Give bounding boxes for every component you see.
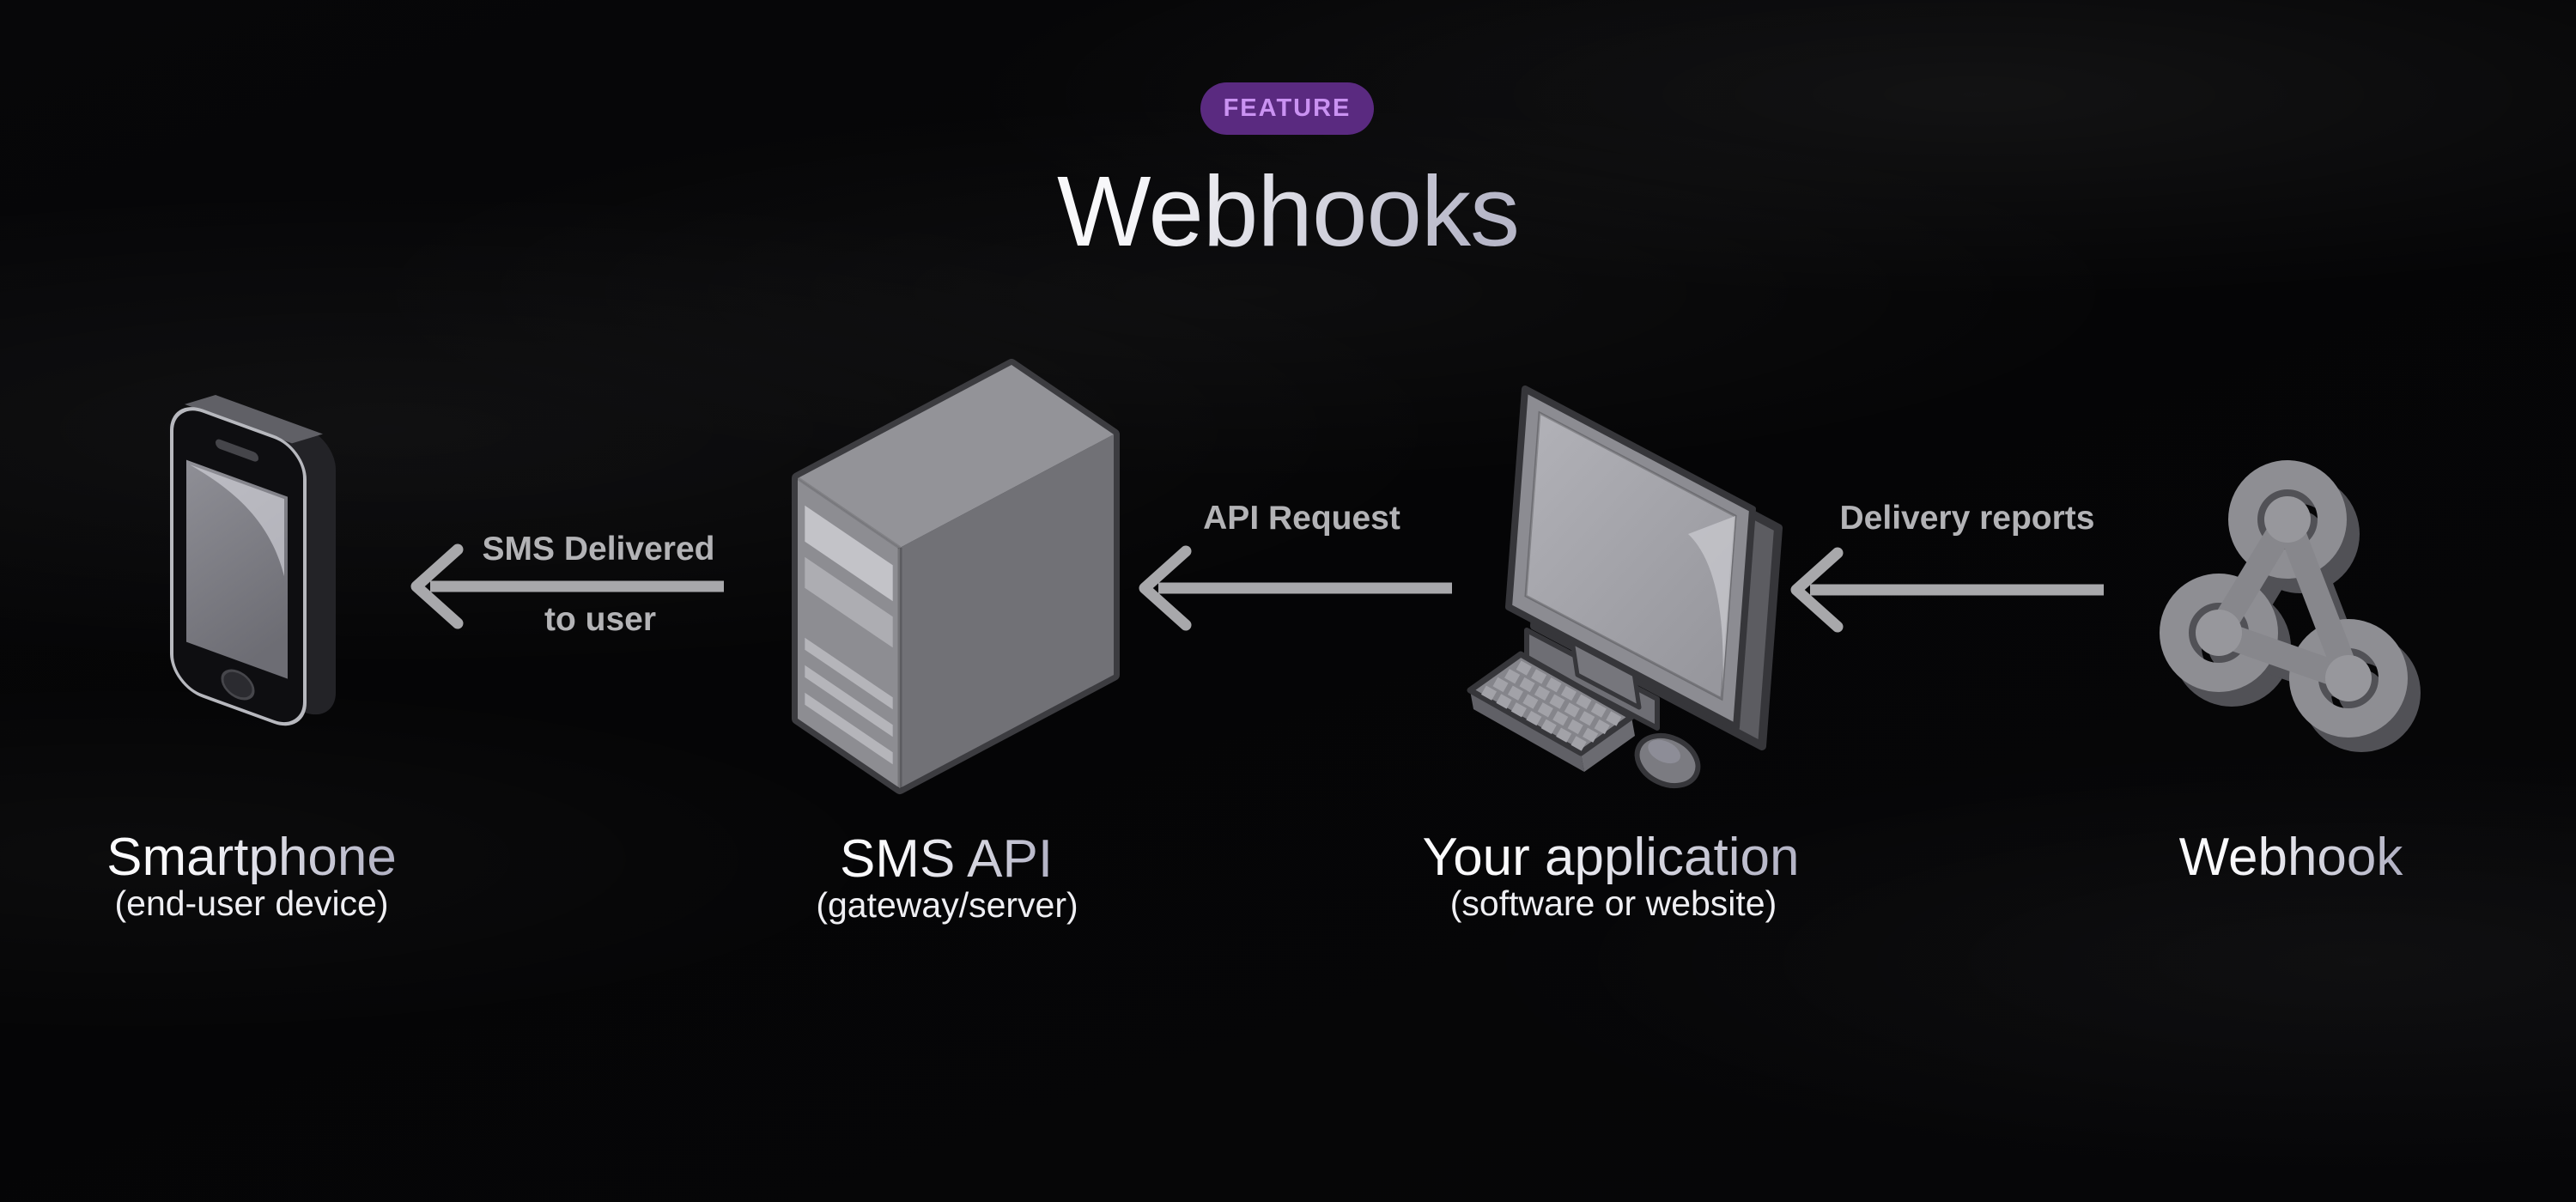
webhook-name: Webhook	[2178, 828, 2403, 887]
sms-delivered-arrow	[410, 543, 724, 629]
api-request-arrow	[1139, 545, 1452, 631]
sms-delivered-label-line1: SMS Delivered	[482, 531, 715, 568]
smartphone-subtitle: (end-user device)	[114, 883, 389, 923]
sms-delivered-label-line2: to user	[544, 601, 657, 638]
smartphone-name: Smartphone	[106, 828, 397, 887]
your-application-subtitle: (software or website)	[1449, 883, 1777, 923]
computer-icon	[1467, 385, 1783, 789]
smartphone-icon	[170, 395, 336, 726]
sms-api-name: SMS API	[839, 829, 1054, 889]
sms-api-subtitle: (gateway/server)	[816, 885, 1078, 925]
delivery-reports-label: Delivery reports	[1839, 500, 2095, 537]
delivery-reports-arrow	[1790, 547, 2104, 633]
api-request-label: API Request	[1203, 500, 1400, 537]
page-title: Webhooks	[1057, 155, 1520, 267]
webhook-3d-icon	[2160, 460, 2421, 752]
server-icon	[792, 359, 1120, 794]
your-application-name: Your application	[1422, 828, 1800, 887]
feature-badge: FEATURE	[1200, 82, 1374, 135]
feature-badge-label: FEATURE	[1223, 94, 1352, 122]
